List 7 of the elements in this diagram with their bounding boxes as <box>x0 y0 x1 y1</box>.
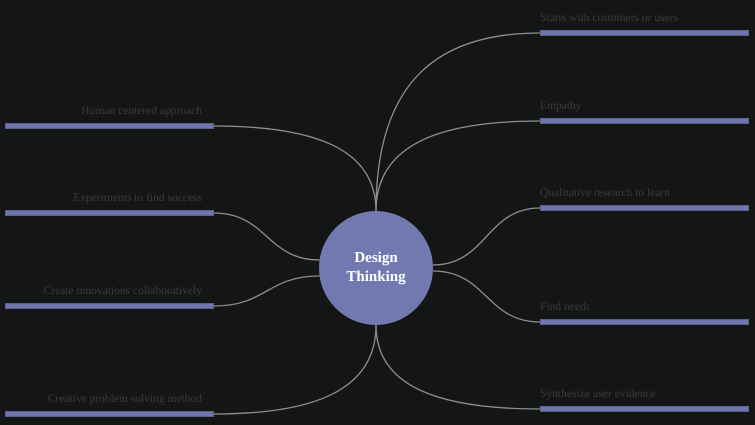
connector-line <box>432 207 540 266</box>
connector-line <box>214 275 320 307</box>
connector-line <box>375 324 540 410</box>
center-title: Design Thinking <box>345 249 407 287</box>
connector-line <box>214 212 320 261</box>
connector-line <box>432 270 540 323</box>
connector-line <box>375 120 540 212</box>
